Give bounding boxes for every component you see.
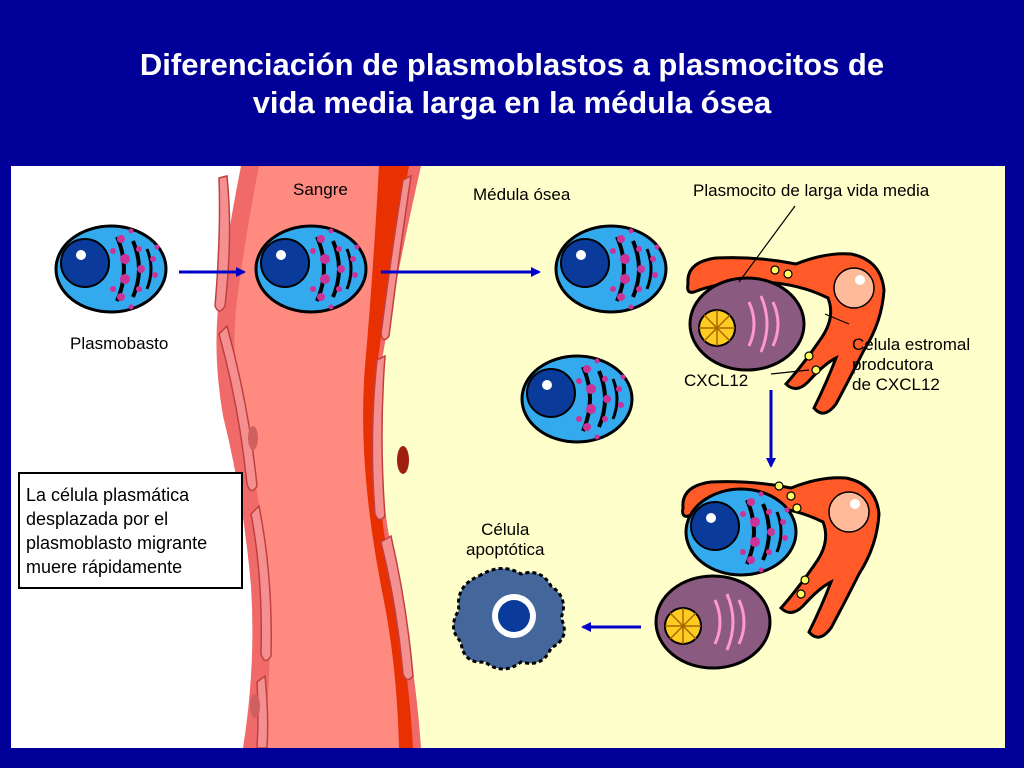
marrow-label: Médula ósea: [473, 185, 571, 204]
displaced-plasma-cell: [654, 574, 772, 670]
stromal-label-line-3: de CXCL12: [852, 375, 940, 394]
blood-band: [363, 166, 413, 748]
slide-title: Diferenciación de plasmoblastos a plasmo…: [40, 46, 984, 122]
cxcl12-label: CXCL12: [684, 371, 749, 390]
title-line-2: vida media larga en la médula ósea: [252, 85, 772, 120]
note-line-2: desplazada por el: [26, 509, 169, 529]
apoptotic-cell: [452, 567, 566, 671]
note-box: La célula plasmática desplazada por el p…: [18, 472, 243, 589]
plasmoblast-cell: [54, 224, 168, 314]
niche-plasmoblast-cell: [684, 487, 798, 577]
title-line-1: Diferenciación de plasmoblastos a plasmo…: [139, 47, 885, 82]
long-lived-plasma-cell-label: Plasmocito de larga vida media: [693, 181, 930, 200]
cxcl12-dots: [770, 265, 821, 375]
note-line-3: plasmoblasto migrante: [26, 533, 208, 553]
marrow-plasmoblast-cell-2: [520, 354, 634, 444]
stromal-cell-label: Célula estromal prodcutora de CXCL12: [852, 335, 970, 395]
blood-plasmoblast-cell: [254, 224, 368, 314]
note-line-4: muere rápidamente: [26, 557, 183, 577]
blood-label: Sangre: [293, 180, 348, 199]
long-lived-plasma-cell: [688, 276, 806, 372]
stromal-label-line-1: Célula estromal: [852, 335, 971, 354]
stromal-label-line-2: prodcutora: [852, 355, 934, 374]
apoptotic-label-line-2: apoptótica: [466, 540, 545, 559]
diagram-canvas: [11, 166, 1005, 748]
diagram-panel: Plasmobasto Sangre Médula ósea Plasmocit…: [11, 166, 1005, 748]
apoptotic-cell-label: Célula apoptótica: [466, 520, 544, 560]
apoptotic-label-line-1: Célula: [481, 520, 530, 539]
note-line-1: La célula plasmática: [26, 485, 190, 505]
plasmoblast-label: Plasmobasto: [70, 334, 169, 353]
marrow-plasmoblast-cell: [554, 224, 668, 314]
